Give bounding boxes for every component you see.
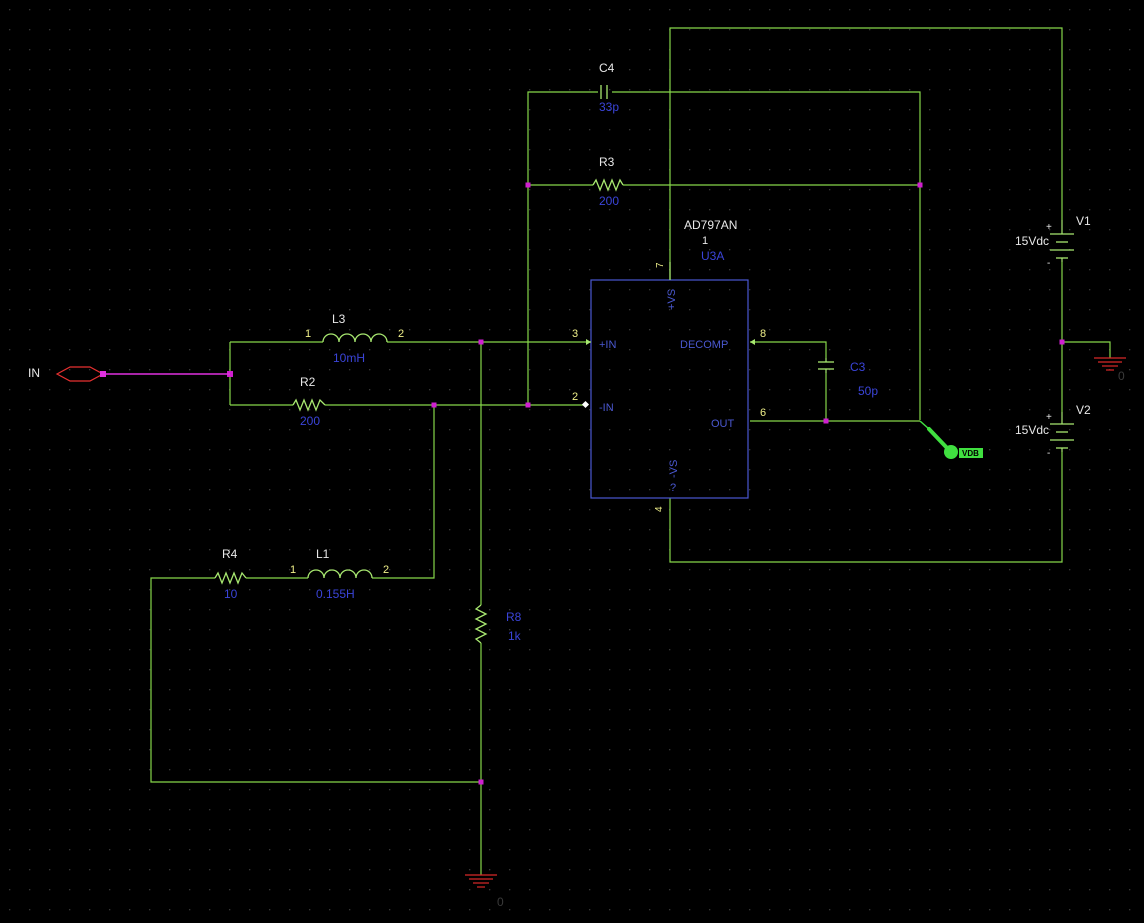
input-port[interactable]: IN (28, 366, 230, 382)
l3-pin1: 1 (305, 328, 311, 340)
resistor-r8[interactable]: R8 1k (474, 604, 522, 644)
c4-name: C4 (599, 61, 615, 75)
l1-value: 0.155H (316, 587, 355, 601)
probe-stem (927, 427, 950, 451)
resistor-r2[interactable]: R2 200 (292, 375, 326, 428)
pin-7-name: +VS (666, 289, 678, 310)
junction-dot (478, 339, 484, 345)
probe-label: VDB (962, 449, 979, 458)
v2-name: V2 (1076, 403, 1091, 417)
junction-dot (823, 418, 829, 424)
opamp-sub: 1 (702, 235, 708, 247)
opamp-part: AD797AN (684, 218, 737, 232)
junction-dot (431, 402, 437, 408)
wire-c4-right[interactable] (612, 91, 921, 420)
junction-dot (525, 182, 531, 188)
v1-minus: - (1047, 258, 1050, 269)
wire-r4-loop[interactable] (150, 577, 481, 783)
inductor-l1[interactable]: L1 1 2 0.155H (290, 547, 389, 601)
input-port-label: IN (28, 366, 40, 380)
wire-l1-right[interactable] (372, 405, 435, 579)
r2-value: 200 (300, 414, 320, 428)
junction-dot (917, 182, 923, 188)
r3-zigzag (592, 178, 624, 192)
probe-label-tag (959, 448, 983, 458)
probe-tip (919, 420, 930, 430)
pin-3-arrow (586, 339, 591, 345)
wire-ground-right[interactable] (1062, 341, 1111, 358)
source-v2[interactable]: + - V2 15Vdc (1015, 403, 1091, 459)
l1-pin1: 1 (290, 564, 296, 576)
junction-dot (525, 402, 531, 408)
ground-bottom[interactable]: 0 (465, 874, 504, 909)
pin-2-name: -IN (599, 402, 614, 414)
v2-plus: + (1046, 412, 1052, 423)
pin-7-num: 7 (655, 262, 666, 268)
l3-coil (322, 333, 388, 343)
l3-name: L3 (332, 312, 346, 326)
r3-value: 200 (599, 194, 619, 208)
opamp-unknown-mark: ? (670, 482, 676, 494)
c3-value: 50p (858, 384, 878, 398)
pin-3-num: 3 (572, 328, 578, 340)
v1-value: 15Vdc (1015, 234, 1049, 248)
opamp-u3a[interactable]: AD797AN 1 U3A 7 +VS 3 +IN 2 -IN 8 DECOMP… (572, 218, 766, 512)
wire-vplus-supply[interactable] (669, 27, 1063, 280)
v1-plus: + (1046, 222, 1052, 233)
r8-value: 1k (508, 629, 522, 643)
pin-3-name: +IN (599, 339, 616, 351)
probe-head (944, 445, 958, 459)
l1-pin2: 2 (383, 564, 389, 576)
wires (150, 27, 1111, 875)
open-pin-marker (581, 400, 590, 409)
source-v1[interactable]: + - V1 15Vdc (1015, 214, 1091, 269)
pin-4-num: 4 (654, 506, 665, 512)
v1-name: V1 (1076, 214, 1091, 228)
r4-name: R4 (222, 547, 238, 561)
ground-right-label: 0 (1118, 369, 1125, 383)
ground-bottom-label: 0 (497, 895, 504, 909)
junction-dot (478, 779, 484, 785)
c3-name: C3 (850, 360, 866, 374)
inductor-l3[interactable]: L3 1 2 10mH (305, 312, 404, 365)
pin-6-name: OUT (711, 418, 735, 430)
l3-pin2: 2 (398, 328, 404, 340)
pin-6-num: 6 (760, 407, 766, 419)
r4-value: 10 (224, 587, 238, 601)
input-port-pin (100, 371, 106, 377)
l3-value: 10mH (333, 351, 365, 365)
v2-value: 15Vdc (1015, 423, 1049, 437)
pin-2-num: 2 (572, 391, 578, 403)
l1-name: L1 (316, 547, 330, 561)
capacitor-c3[interactable]: C3 50p (818, 358, 878, 398)
r2-zigzag (292, 398, 326, 412)
c4-value: 33p (599, 100, 619, 114)
pin-8-name: DECOMP (680, 339, 728, 351)
wire-vminus-supply[interactable] (669, 452, 1063, 563)
resistor-r3[interactable]: R3 200 (592, 155, 624, 208)
l1-coil (307, 569, 373, 579)
r8-name: R8 (506, 610, 522, 624)
r3-name: R3 (599, 155, 615, 169)
junction-dot (1059, 339, 1065, 345)
r4-zigzag (214, 571, 247, 585)
v2-minus: - (1047, 448, 1050, 459)
pin-8-arrow (750, 339, 755, 345)
r2-name: R2 (300, 375, 316, 389)
pin-4-name: -VS (668, 460, 680, 478)
r8-zigzag (474, 604, 488, 644)
vdb-probe[interactable]: VDB (919, 420, 983, 459)
wire-c4-left[interactable] (527, 91, 598, 405)
capacitor-c4[interactable]: C4 33p (599, 61, 619, 114)
ground-right[interactable]: 0 (1094, 357, 1126, 383)
wire-decomp[interactable] (750, 341, 827, 358)
resistor-r4[interactable]: R4 10 (214, 547, 247, 601)
pin-8-num: 8 (760, 328, 766, 340)
opamp-ref: U3A (701, 249, 724, 263)
